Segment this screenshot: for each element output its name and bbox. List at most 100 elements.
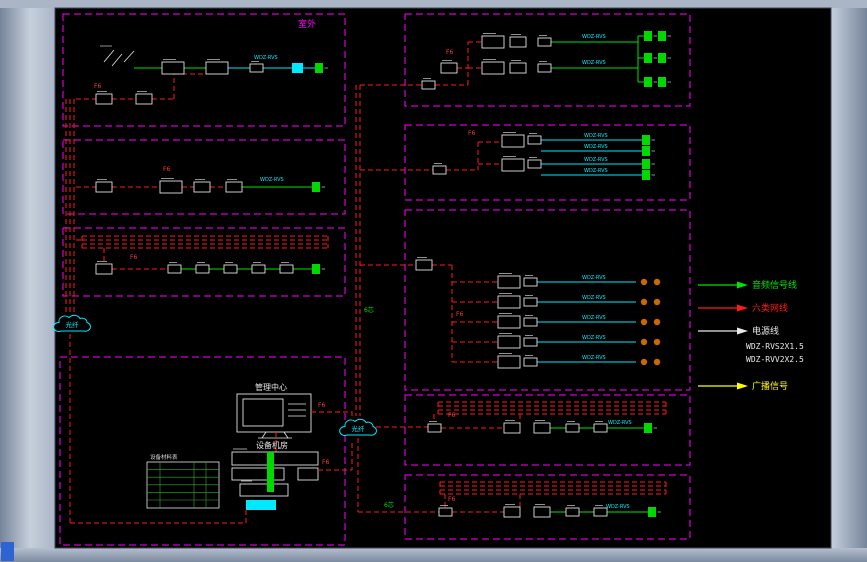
rack-uplink xyxy=(318,440,353,471)
ceiling-speaker xyxy=(640,358,648,366)
zone-g-border xyxy=(404,209,691,391)
zone-f-network-wires xyxy=(541,139,642,176)
cable-tag: WDZ-RVS xyxy=(582,355,606,361)
legend-cat6-label: 六类网线 xyxy=(752,302,788,314)
cable-tag: WDZ-RVS xyxy=(260,177,284,183)
cable-tag: WDZ-RVS xyxy=(584,168,608,174)
left-fiber-riser: 光纤 xyxy=(53,99,247,524)
workstation-vents xyxy=(288,403,306,417)
zone-e-border xyxy=(404,13,691,107)
floor-tag: F6 xyxy=(322,459,329,466)
zone-g: F6 WDZ-RVS WDZ-RVS WDZ-RVS WDZ-RVS WDZ-R… xyxy=(404,209,691,391)
cable-tag: WDZ-RVS xyxy=(254,55,278,61)
drawing-canvas[interactable] xyxy=(54,7,832,549)
rack-unit xyxy=(239,483,289,497)
floor-tag: F6 xyxy=(446,49,453,56)
zone-e: F6 WDZ-RVS WDZ-RVS xyxy=(404,13,691,107)
cable-tag: WDZ-RVS xyxy=(582,60,606,66)
zone-i-border xyxy=(404,474,691,540)
zone-h: F6 WDZ-RVS xyxy=(404,394,691,466)
rack-unit xyxy=(297,467,319,481)
floor-tag: F6 xyxy=(318,402,325,409)
zone-c: F6 xyxy=(62,227,346,297)
zone-b: F6 WDZ-RVS xyxy=(62,139,346,215)
legend-power-arrow-icon xyxy=(737,327,748,335)
ceiling-speaker xyxy=(653,278,661,286)
ceiling-speaker xyxy=(653,358,661,366)
right-power-riser xyxy=(355,84,439,513)
cable-tag: WDZ-RVS xyxy=(584,157,608,163)
frame-accent-square xyxy=(1,542,14,561)
workstation-screen xyxy=(242,398,284,427)
floor-tag: F6 xyxy=(448,496,455,503)
core-count-tag: 6芯 xyxy=(364,306,374,314)
workstation-uplink xyxy=(275,411,353,452)
ceiling-speaker xyxy=(653,338,661,346)
floor-tag: F6 xyxy=(448,412,455,419)
network-switch-block xyxy=(292,63,303,73)
cable-tag: WDZ-RVS xyxy=(606,504,630,510)
zone-management-border xyxy=(59,356,346,546)
rack-unit xyxy=(231,467,285,481)
rack-green-module xyxy=(267,452,274,492)
fiber-cloud-label: 光纤 xyxy=(352,424,366,433)
cable-tag: WDZ-RVS xyxy=(584,144,608,150)
zone-g-network-wires xyxy=(537,281,636,363)
fiber-drop-to-equipment xyxy=(69,334,247,524)
cable-tag: WDZ-RVS xyxy=(608,420,632,426)
zone-h-border xyxy=(404,394,691,466)
ceiling-speaker xyxy=(640,338,648,346)
legend-broadcast-arrow-icon xyxy=(737,382,748,390)
zone-outdoor-label: 室外 xyxy=(298,18,316,30)
frame-bottom-band xyxy=(0,548,867,562)
floor-tag: F6 xyxy=(94,83,101,90)
ceiling-speaker xyxy=(640,278,648,286)
legend-cable-spec-rvv: WDZ-RVV2X2.5 xyxy=(746,355,804,364)
floor-tag: F6 xyxy=(163,166,170,173)
rack-unit xyxy=(231,451,319,466)
equipment-table: 设备材料表 xyxy=(146,453,220,509)
equipment-table-grid xyxy=(147,462,219,508)
zone-f-border xyxy=(404,124,691,201)
zone-management: 管理中心 F6 设备机房 F6 设备材料表 xyxy=(59,356,353,546)
cable-tag: WDZ-RVS xyxy=(584,133,608,139)
legend-power-label: 电源线 xyxy=(752,325,779,337)
zone-h-power-bus xyxy=(433,401,667,429)
ceiling-speaker xyxy=(653,318,661,326)
zone-e-power-wires xyxy=(435,41,482,86)
frame-left-band xyxy=(0,0,55,562)
cable-tag: WDZ-RVS xyxy=(582,335,606,341)
equipment-table-title: 设备材料表 xyxy=(150,453,178,461)
zone-outdoor: 室外 F6 WDZ-RVS xyxy=(62,13,346,127)
zone-f-power-wires xyxy=(446,141,502,171)
zone-i-power-bus xyxy=(439,481,667,513)
management-center-label: 管理中心 xyxy=(255,382,287,392)
equipment-room-label: 设备机房 xyxy=(256,440,288,450)
zone-i: F6 WDZ-RVS xyxy=(404,474,691,540)
ceiling-speaker xyxy=(653,298,661,306)
horn-speaker-icon xyxy=(103,49,135,67)
ceiling-speaker xyxy=(640,298,648,306)
workstation-stand xyxy=(258,431,292,439)
core-count-tag: 6芯 xyxy=(384,501,394,509)
legend: 音频信号线 六类网线 电源线 WDZ-RVS2X1.5 WDZ-RVV2X2.5… xyxy=(698,279,804,392)
legend-audio-label: 音频信号线 xyxy=(752,279,797,291)
cable-tag: WDZ-RVS xyxy=(582,275,606,281)
fiber-cloud-label: 光纤 xyxy=(66,320,80,329)
floor-tag: F6 xyxy=(130,254,137,261)
zone-f: F6 WDZ-RVS WDZ-RVS WDZ-RVS WDZ-RVS xyxy=(404,124,691,201)
cable-tag: WDZ-RVS xyxy=(582,315,606,321)
left-power-riser xyxy=(65,99,75,312)
right-fiber-riser: 光纤 6芯 6芯 xyxy=(339,84,439,513)
frame-right-band xyxy=(831,0,867,562)
legend-cat6-arrow-icon xyxy=(737,304,748,312)
legend-audio-arrow-icon xyxy=(737,281,748,289)
zone-b-border xyxy=(62,139,346,215)
legend-broadcast-label: 广播信号 xyxy=(752,380,788,392)
zone-a-power-wires xyxy=(76,73,206,100)
legend-cable-spec-rvs: WDZ-RVS2X1.5 xyxy=(746,342,804,351)
rack-switch-block xyxy=(246,500,276,510)
zone-g-power-wires xyxy=(432,264,498,363)
frame-top-band xyxy=(0,0,867,8)
